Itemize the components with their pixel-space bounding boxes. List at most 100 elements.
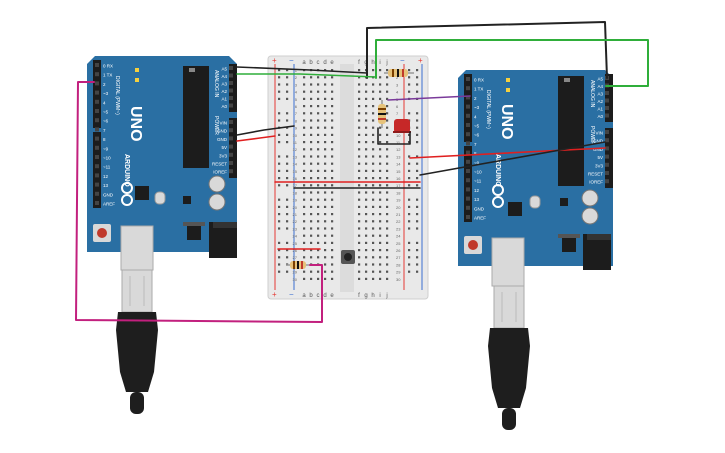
breadboard-hole[interactable] (310, 220, 313, 223)
breadboard-hole[interactable] (317, 76, 320, 79)
rail-hole[interactable] (408, 83, 411, 86)
breadboard-hole[interactable] (303, 83, 306, 86)
breadboard-hole[interactable] (317, 234, 320, 237)
rail-hole[interactable] (286, 220, 289, 223)
breadboard-hole[interactable] (372, 205, 375, 208)
breadboard-hole[interactable] (358, 119, 361, 122)
breadboard-hole[interactable] (372, 249, 375, 252)
digital-pin[interactable] (95, 90, 99, 95)
breadboard-hole[interactable] (303, 148, 306, 151)
breadboard-hole[interactable] (379, 234, 382, 237)
breadboard-hole[interactable] (324, 213, 327, 216)
breadboard-hole[interactable] (310, 270, 313, 273)
rail-hole[interactable] (416, 119, 419, 122)
breadboard-hole[interactable] (324, 270, 327, 273)
digital-pin[interactable] (466, 215, 470, 219)
breadboard-hole[interactable] (331, 270, 334, 273)
breadboard-hole[interactable] (379, 184, 382, 187)
digital-pin[interactable] (466, 159, 470, 164)
breadboard-hole[interactable] (379, 97, 382, 100)
breadboard-hole[interactable] (317, 83, 320, 86)
rail-hole[interactable] (408, 227, 411, 230)
rail-hole[interactable] (408, 76, 411, 79)
breadboard-hole[interactable] (386, 148, 389, 151)
breadboard-hole[interactable] (310, 169, 313, 172)
analog-pin[interactable] (605, 113, 609, 118)
analog-pin[interactable] (605, 98, 609, 103)
breadboard-hole[interactable] (358, 241, 361, 244)
digital-pin[interactable] (95, 72, 99, 77)
breadboard-hole[interactable] (310, 105, 313, 108)
rail-hole[interactable] (408, 133, 411, 136)
power-pin[interactable] (229, 169, 233, 174)
rail-hole[interactable] (278, 263, 281, 266)
breadboard-hole[interactable] (372, 155, 375, 158)
breadboard-hole[interactable] (379, 241, 382, 244)
breadboard-hole[interactable] (372, 162, 375, 165)
wire-green-a4[interactable] (236, 73, 377, 78)
rail-hole[interactable] (286, 177, 289, 180)
rail-hole[interactable] (408, 112, 411, 115)
rail-hole[interactable] (286, 76, 289, 79)
rail-hole[interactable] (278, 220, 281, 223)
breadboard-hole[interactable] (365, 90, 368, 93)
rail-hole[interactable] (278, 213, 281, 216)
breadboard-hole[interactable] (317, 177, 320, 180)
wire-red-5v-left[interactable] (236, 135, 276, 142)
breadboard-hole[interactable] (386, 83, 389, 86)
breadboard-hole[interactable] (324, 234, 327, 237)
breadboard-hole[interactable] (372, 141, 375, 144)
breadboard-hole[interactable] (365, 234, 368, 237)
analog-pin[interactable] (229, 66, 233, 70)
breadboard-hole[interactable] (358, 155, 361, 158)
breadboard-hole[interactable] (358, 169, 361, 172)
digital-pin[interactable] (95, 109, 99, 113)
breadboard-hole[interactable] (372, 97, 375, 100)
rail-hole[interactable] (416, 141, 419, 144)
rail-hole[interactable] (416, 126, 419, 129)
rail-hole[interactable] (416, 177, 419, 180)
breadboard-hole[interactable] (317, 148, 320, 151)
breadboard-hole[interactable] (372, 241, 375, 244)
rail-hole[interactable] (286, 162, 289, 165)
breadboard-hole[interactable] (365, 155, 368, 158)
breadboard-hole[interactable] (310, 213, 313, 216)
breadboard-hole[interactable] (303, 126, 306, 129)
breadboard-hole[interactable] (331, 119, 334, 122)
breadboard-hole[interactable] (317, 220, 320, 223)
breadboard-hole[interactable] (317, 169, 320, 172)
rail-hole[interactable] (278, 205, 281, 208)
breadboard-hole[interactable] (365, 241, 368, 244)
breadboard-hole[interactable] (324, 263, 327, 266)
breadboard-hole[interactable] (317, 241, 320, 244)
breadboard-hole[interactable] (303, 234, 306, 237)
breadboard-hole[interactable] (358, 97, 361, 100)
breadboard-hole[interactable] (386, 234, 389, 237)
breadboard-hole[interactable] (372, 213, 375, 216)
breadboard-hole[interactable] (310, 256, 313, 259)
breadboard-hole[interactable] (372, 126, 375, 129)
rail-hole[interactable] (286, 270, 289, 273)
rail-hole[interactable] (408, 184, 411, 187)
analog-pin[interactable] (229, 96, 233, 100)
breadboard-hole[interactable] (324, 76, 327, 79)
breadboard-hole[interactable] (317, 97, 320, 100)
breadboard-hole[interactable] (386, 76, 389, 79)
breadboard-hole[interactable] (317, 184, 320, 187)
rail-hole[interactable] (408, 90, 411, 93)
rail-hole[interactable] (416, 83, 419, 86)
analog-pin[interactable] (605, 91, 609, 95)
wire-black-led-gnd[interactable] (377, 127, 411, 145)
breadboard-hole[interactable] (317, 112, 320, 115)
breadboard-hole[interactable] (386, 249, 389, 252)
rail-hole[interactable] (278, 227, 281, 230)
resistor-led[interactable] (378, 100, 386, 128)
analog-pin[interactable] (229, 103, 233, 108)
power-pin[interactable] (605, 154, 609, 159)
breadboard-hole[interactable] (386, 191, 389, 194)
breadboard-hole[interactable] (331, 97, 334, 100)
rail-hole[interactable] (278, 90, 281, 93)
breadboard-hole[interactable] (372, 112, 375, 115)
breadboard-hole[interactable] (386, 277, 389, 280)
digital-pin[interactable] (95, 63, 99, 67)
